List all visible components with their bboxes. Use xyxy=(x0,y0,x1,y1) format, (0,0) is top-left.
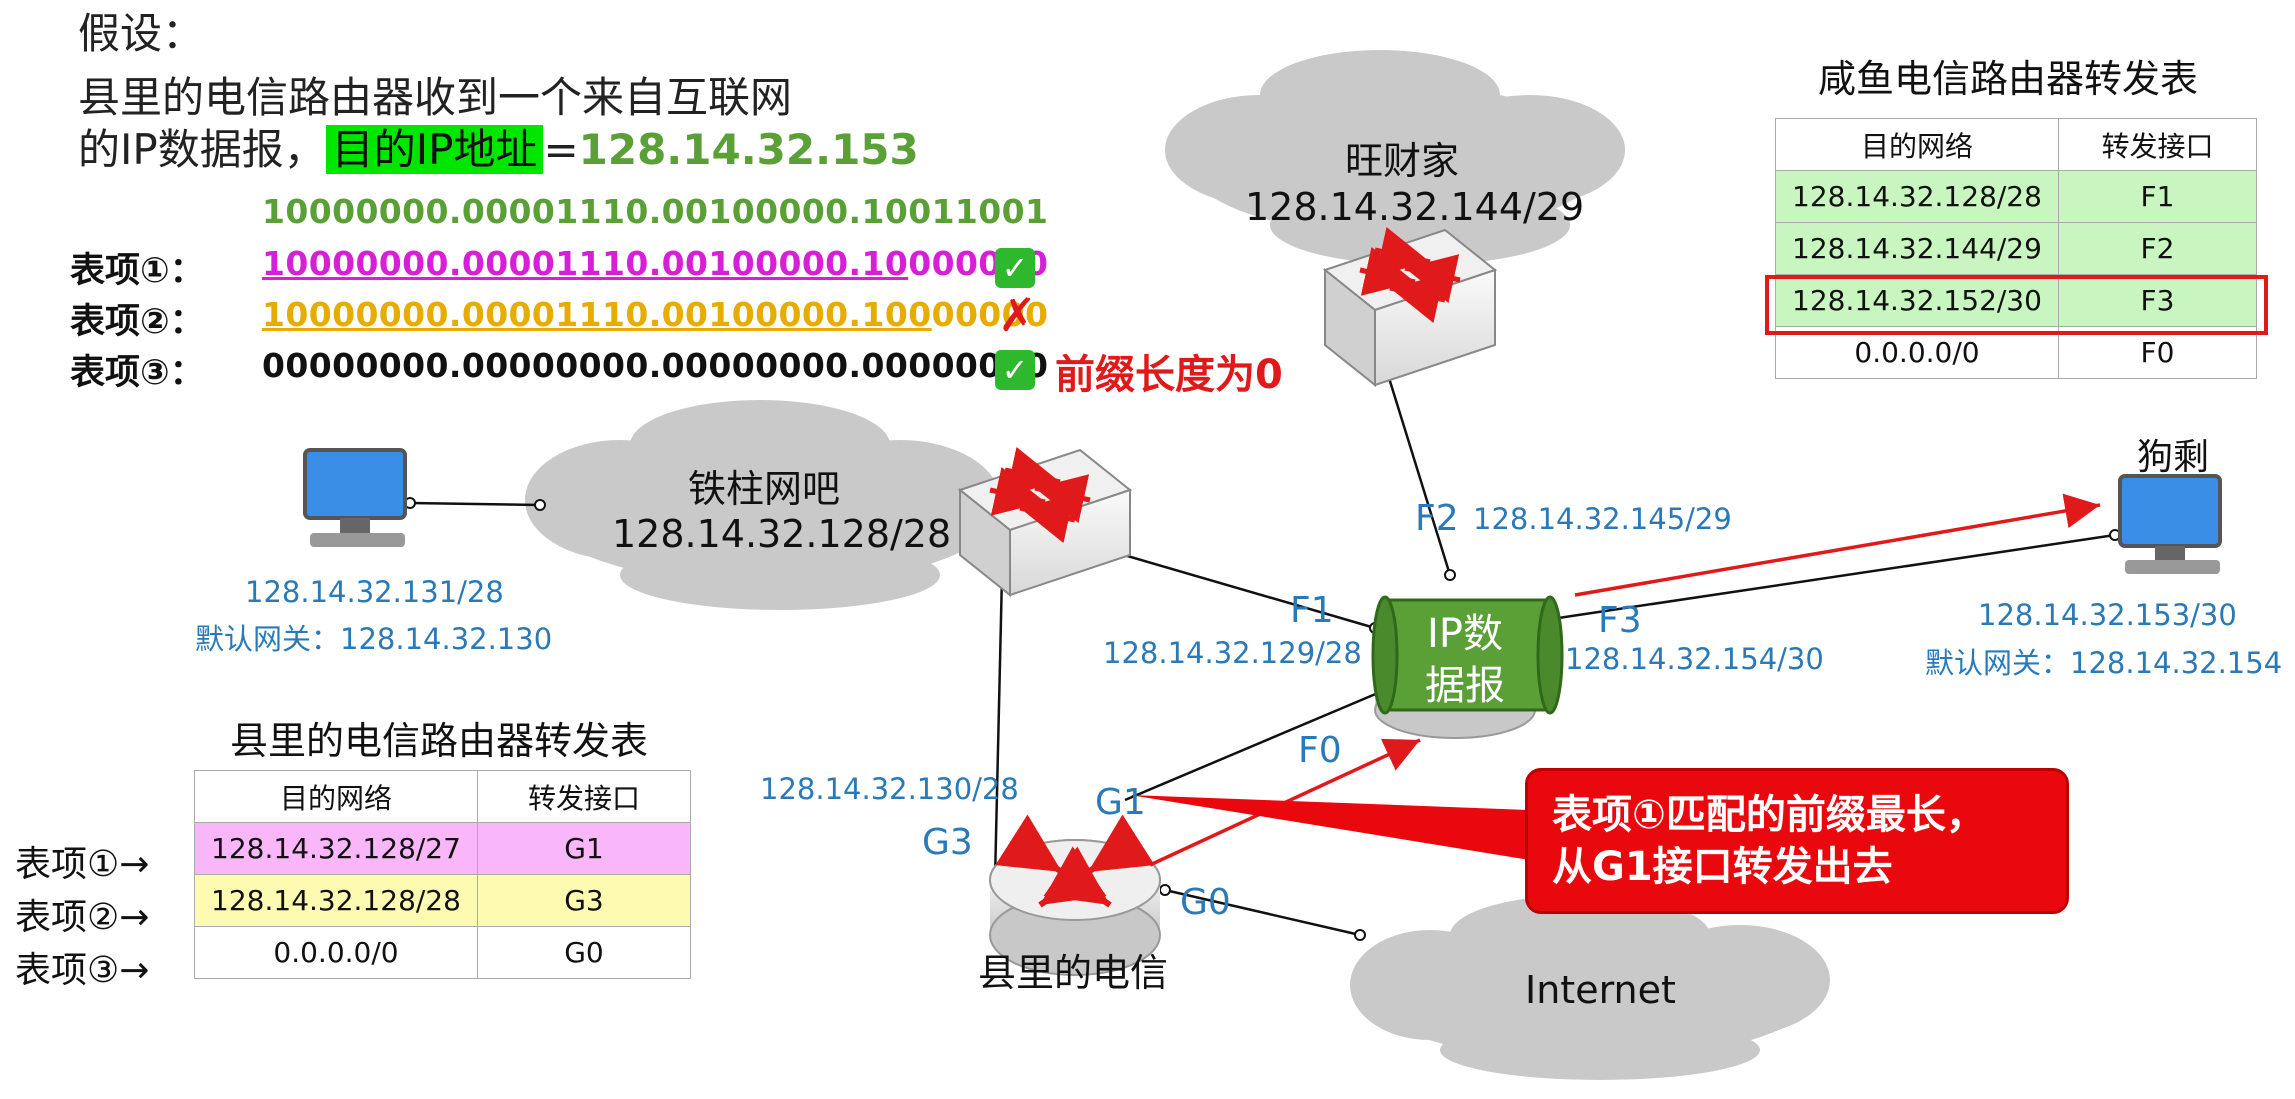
county-router-name: 县里的电信 xyxy=(978,951,1169,995)
county-header-port: 转发接口 xyxy=(477,770,691,823)
intro-line2-prefix: 的IP数据报， xyxy=(78,125,326,174)
callout-line1: 表项①匹配的前缀最长， xyxy=(1552,792,1986,838)
ip-packet-line1: IP数 xyxy=(1427,611,1503,657)
ip-packet-scroll xyxy=(1371,595,1564,715)
county-row-labels: 表项①→ 表项②→ 表项③→ xyxy=(15,838,149,997)
port-g1: G1 xyxy=(1095,782,1146,823)
county-forwarding-table: 目的网络 转发接口 128.14.32.128/27 G1 128.14.32.… xyxy=(194,770,691,979)
intro-title: 假设： xyxy=(78,9,205,58)
wangcai-subnet: 128.14.32.144/29 xyxy=(1245,185,1585,229)
county-row2-label: 表项②→ xyxy=(15,897,150,938)
callout-line2: 从G1接口转发出去 xyxy=(1552,844,1893,890)
callout-box: 表项①匹配的前缀最长， 从G1接口转发出去 xyxy=(1525,768,2069,914)
xianyu-header-port: 转发接口 xyxy=(2058,118,2257,171)
table-row: 128.14.32.128/28 G3 xyxy=(194,874,691,927)
entry2-label: 表项②： xyxy=(70,302,205,342)
dest-binary: 10000000.00001110.00100000.10011001 xyxy=(262,192,1049,231)
cloud-tiezhu xyxy=(525,400,1000,610)
computer-left xyxy=(303,448,407,547)
xianyu-table-title: 咸鱼电信路由器转发表 xyxy=(1818,57,2199,101)
ip-packet-label: IP数 据报 xyxy=(1425,608,1505,712)
port-f1: F1 xyxy=(1290,590,1334,631)
port-g0: G0 xyxy=(1180,882,1231,923)
internet-label: Internet xyxy=(1525,968,1676,1012)
port-f2: F2 xyxy=(1415,498,1459,539)
entry2-matched: 10000000.00001110.00100000.100 xyxy=(262,295,932,334)
entry1-label: 表项①： xyxy=(70,251,205,291)
dest-ip-label: 目的IP地址 xyxy=(325,125,544,174)
table-row: 128.14.32.128/27 G1 xyxy=(194,822,691,875)
goushen-name: 狗剩 xyxy=(2137,437,2210,478)
dest-ip-value: 128.14.32.153 xyxy=(578,125,919,174)
tiezhu-subnet: 128.14.32.128/28 xyxy=(612,512,952,556)
switch-wangcai xyxy=(1322,226,1498,388)
switch-tiezhu xyxy=(957,446,1133,598)
callout-tail xyxy=(1130,795,1530,860)
entry3-binary: 00000000.00000000.00000000.00000000 xyxy=(262,346,1049,385)
county-header-network: 目的网络 xyxy=(194,770,478,823)
ip-packet-line2: 据报 xyxy=(1425,663,1505,709)
entry2-rest: 00000 xyxy=(931,295,1049,334)
goushen-ip: 128.14.32.153/30 xyxy=(1978,598,2237,632)
entry2-binary: 10000000.00001110.00100000.10000000 xyxy=(262,295,1048,334)
port-g3-ip: 128.14.32.130/28 xyxy=(760,772,1019,806)
port-g3: G3 xyxy=(922,822,973,863)
cloud-internet xyxy=(1350,895,1830,1080)
equals-sign: = xyxy=(543,125,579,174)
table-row: 0.0.0.0/0 G0 xyxy=(194,926,691,979)
entry1-matched: 10000000.00001110.00100000.10 xyxy=(262,244,909,283)
goushen-gateway: 默认网关：128.14.32.154 xyxy=(1925,646,2283,680)
entry1-check-icon: ✓ xyxy=(995,248,1035,288)
tiezhu-name: 铁柱网吧 xyxy=(688,467,841,511)
cloud-wangcai xyxy=(1165,50,1625,265)
table-row: 128.14.32.128/28 F1 xyxy=(1775,170,2257,223)
county-table-title: 县里的电信路由器转发表 xyxy=(230,719,649,763)
entry2-cross-icon: ✗ xyxy=(998,288,1037,342)
port-f2-ip: 128.14.32.145/29 xyxy=(1473,502,1732,536)
port-f3-ip: 128.14.32.154/30 xyxy=(1565,642,1824,676)
port-f0: F0 xyxy=(1298,730,1342,771)
entry3-label: 表项③： xyxy=(70,353,205,393)
county-row3-label: 表项③→ xyxy=(15,950,150,991)
entry3-check-icon: ✓ xyxy=(995,350,1035,390)
intro-line2: 的IP数据报，目的IP地址=128.14.32.153 xyxy=(78,124,919,176)
port-f1-ip: 128.14.32.129/28 xyxy=(1103,636,1362,670)
left-pc-ip: 128.14.32.131/28 xyxy=(245,575,504,609)
entry1-binary: 10000000.00001110.00100000.10000000 xyxy=(262,244,1048,283)
table-row: 128.14.32.152/30 F3 xyxy=(1775,274,2257,327)
prefix-note: 前缀长度为0 xyxy=(1055,352,1283,398)
xianyu-header-network: 目的网络 xyxy=(1775,118,2059,171)
county-row1-label: 表项①→ xyxy=(15,844,150,885)
left-pc-gateway: 默认网关：128.14.32.130 xyxy=(195,622,553,656)
table-row: 128.14.32.144/29 F2 xyxy=(1775,222,2257,275)
computer-goushen xyxy=(2118,474,2222,574)
wangcai-name: 旺财家 xyxy=(1345,139,1460,183)
router-county xyxy=(989,814,1161,976)
port-f3: F3 xyxy=(1598,600,1642,641)
xianyu-matched-row-highlight xyxy=(1765,275,2268,335)
xianyu-forwarding-table: 目的网络 转发接口 128.14.32.128/28 F1 128.14.32.… xyxy=(1775,118,2257,379)
intro-line1: 县里的电信路由器收到一个来自互联网 xyxy=(78,73,793,122)
